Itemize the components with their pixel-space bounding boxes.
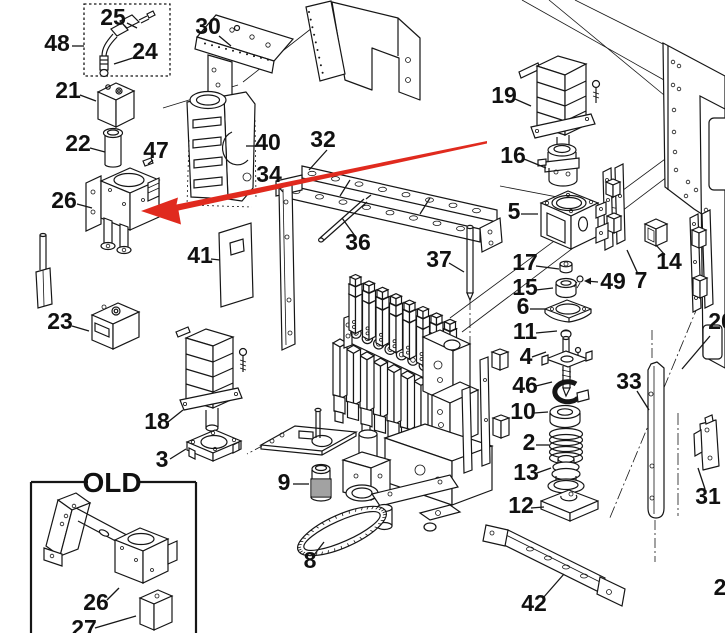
part-9-bolt [310,463,332,502]
part-label-46: 46 [512,372,538,398]
part-label-9: 9 [278,469,291,495]
part-label-34: 34 [256,161,282,187]
part-label-33: 33 [616,368,642,394]
part-6-plate [544,299,592,323]
part-label-12: 12 [508,492,534,518]
part-label-27: 27 [71,615,97,633]
part-31-bracket [693,414,720,471]
part-15-bushing [555,277,577,299]
part-label-14: 14 [656,248,682,274]
part-label-2: 2 [714,574,725,600]
part-34-bar [278,182,296,351]
part-46-clip [552,379,590,405]
part-label-6: 6 [517,293,530,319]
red-highlight-arrow [141,141,487,225]
part-14-block [643,218,669,247]
part-label-7: 7 [635,267,648,293]
sensor-pin [35,232,53,309]
part-label-48: 48 [44,30,70,56]
part-label-26: 26 [51,187,77,213]
part-label-41: 41 [187,242,213,268]
part-18-motor [175,326,248,432]
part-label-21: 21 [55,77,81,103]
part-24-cable [99,33,118,78]
part-label-25: 25 [100,4,126,30]
part-label-23: 23 [47,308,73,334]
part-10-ring [549,404,581,429]
part-26-old [113,527,178,584]
part-label-4: 4 [520,343,533,369]
part-21-box [96,82,136,128]
part-8-belt [297,505,387,557]
part-label-32: 32 [310,126,336,152]
part-27-old [138,589,174,631]
part-23-box [90,302,141,350]
part-label-2: 2 [523,429,536,455]
old-version-box [29,480,198,633]
part-42-bar [482,524,626,607]
part-label-11: 11 [513,318,538,344]
part-label-18: 18 [144,408,170,434]
part-label-37: 37 [426,246,452,272]
part-label-15: 15 [512,274,538,300]
part-label-30: 30 [195,13,221,39]
part-label-31: 31 [695,483,721,509]
parts-chain [540,260,599,522]
valve-manifold-assembly [259,273,511,532]
leader-lines [71,22,711,629]
part-label-22: 22 [65,130,91,156]
top-bracket [305,0,421,101]
part-label-5: 5 [508,198,521,224]
part-label-36: 36 [345,229,371,255]
part-3-plate [185,429,243,462]
part-label-26: 26 [83,589,109,615]
part-label-3: 3 [156,446,169,472]
part-33-bar [647,361,665,519]
part-25-connector [110,10,156,37]
part-20-rail [689,209,714,313]
part-label-47: 47 [143,137,169,163]
part-13-bellows [547,454,585,494]
construction-lines [162,0,725,562]
old-bracket [43,492,92,567]
part-label-49: 49 [600,268,626,294]
part-26-assembly [85,167,161,255]
part-label-13: 13 [513,459,539,485]
part-label-20: 20 [708,308,725,334]
arrowhead-49 [584,277,591,285]
part-22-cylinder [102,127,124,168]
part-label-10: 10 [510,398,536,424]
part-12-block [540,489,599,522]
part-label-19: 19 [491,82,517,108]
part-label-24: 24 [132,38,158,64]
part-label-old: OLD [82,467,141,498]
part-label-40: 40 [255,129,281,155]
part-4-shaft [541,335,593,398]
part-19-motor [518,55,601,152]
part-16-coupling [537,143,580,187]
part-17-nut [559,260,573,274]
part-label-8: 8 [304,547,317,573]
part-label-16: 16 [500,142,526,168]
part-37-rod [466,224,474,302]
group-48 [83,3,171,78]
part-label-42: 42 [521,590,547,616]
part-5-bracket [539,190,609,250]
part-41-plate [218,222,254,308]
part-40-rack [186,90,257,208]
part-label-17: 17 [512,249,538,275]
part-47-pin [142,157,154,167]
